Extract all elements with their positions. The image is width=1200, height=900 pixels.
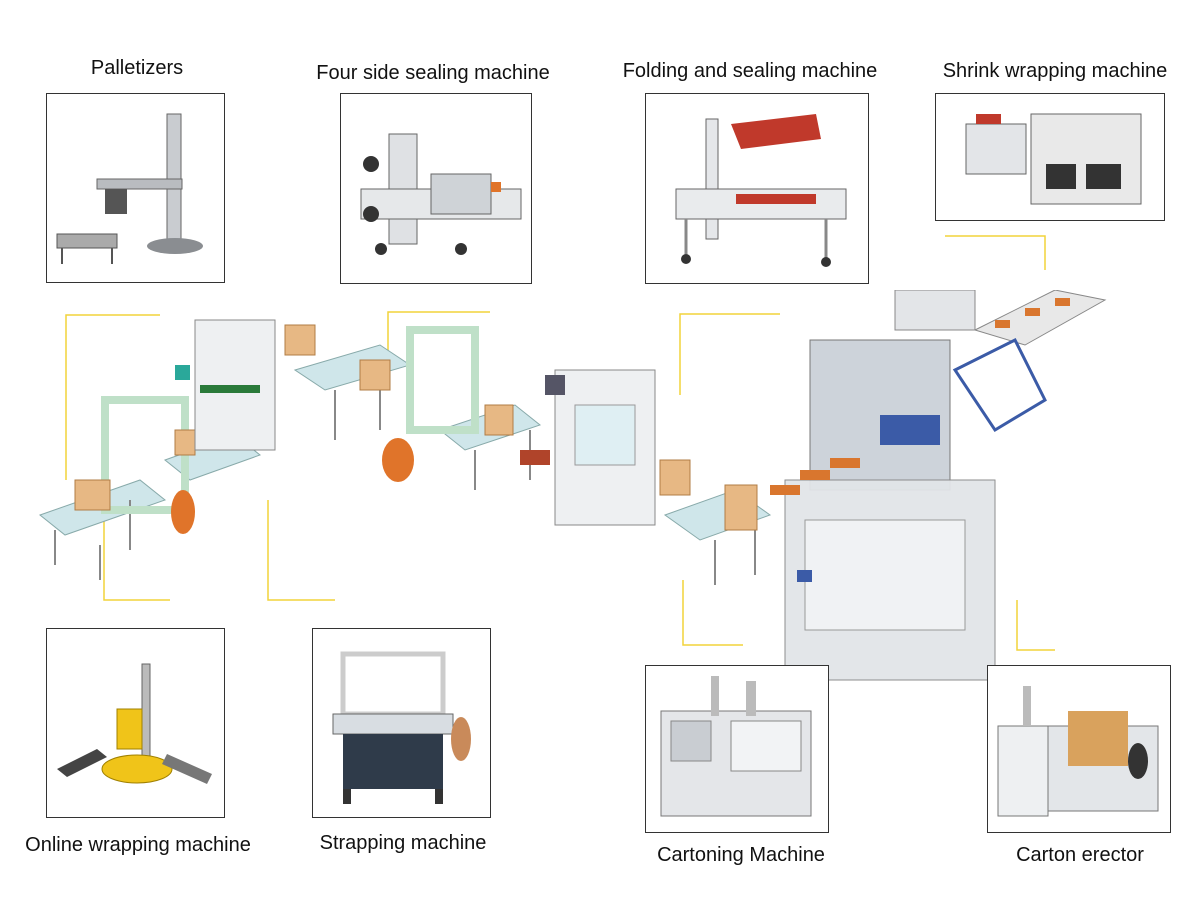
- online-wrapping-image: [46, 628, 225, 818]
- connector-palletizers: [65, 314, 160, 480]
- strapping-image: [312, 628, 491, 818]
- palletizer-image: [46, 93, 225, 283]
- label-carton-erector: Carton erector: [1016, 844, 1144, 866]
- shrink-wrapping-image: [935, 93, 1165, 221]
- label-cartoning: Cartoning Machine: [657, 844, 825, 866]
- production-line-illustration: [38, 290, 1107, 681]
- connector-shrink: [945, 235, 1046, 270]
- connector-folding: [679, 313, 780, 395]
- label-four-side-sealing: Four side sealing machine: [316, 62, 550, 84]
- label-shrink-wrapping: Shrink wrapping machine: [942, 60, 1168, 82]
- label-strapping: Strapping machine: [319, 832, 487, 854]
- connector-cartoning: [682, 580, 743, 646]
- connector-four-side: [387, 311, 490, 360]
- four-side-sealing-image: [340, 93, 532, 284]
- connector-strapping: [267, 500, 335, 601]
- folding-sealing-image: [645, 93, 869, 284]
- connector-online-wrapping: [103, 515, 170, 601]
- label-online-wrapping: Online wrapping machine: [25, 834, 251, 856]
- cartoning-image: [645, 665, 829, 833]
- connector-carton-erector: [1016, 600, 1055, 651]
- carton-erector-image: [987, 665, 1171, 833]
- label-folding-sealing: Folding and sealing machine: [622, 60, 878, 82]
- label-palletizers: Palletizers: [90, 57, 184, 79]
